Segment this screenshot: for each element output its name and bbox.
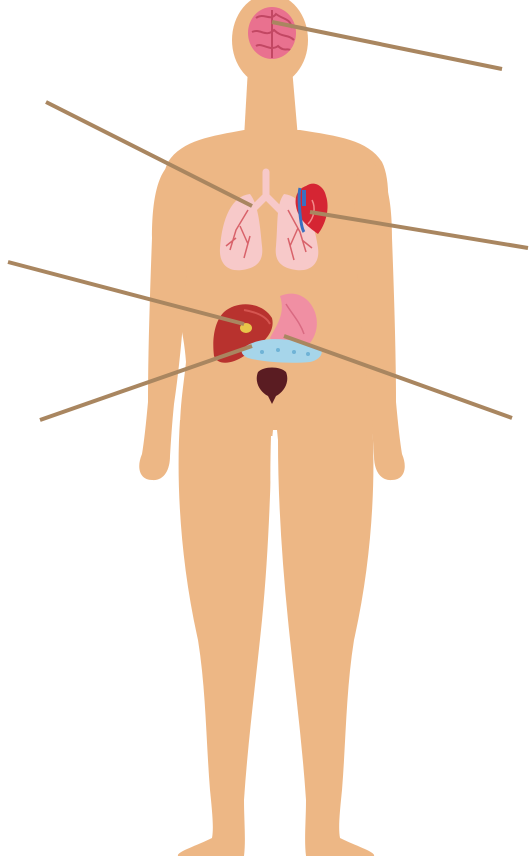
- brain-icon: [248, 7, 296, 59]
- body-silhouette: [139, 0, 405, 856]
- leg-gap: [270, 436, 275, 520]
- neck-shape: [244, 68, 298, 138]
- left-leg-shape: [178, 420, 274, 856]
- right-leg-shape: [276, 420, 374, 856]
